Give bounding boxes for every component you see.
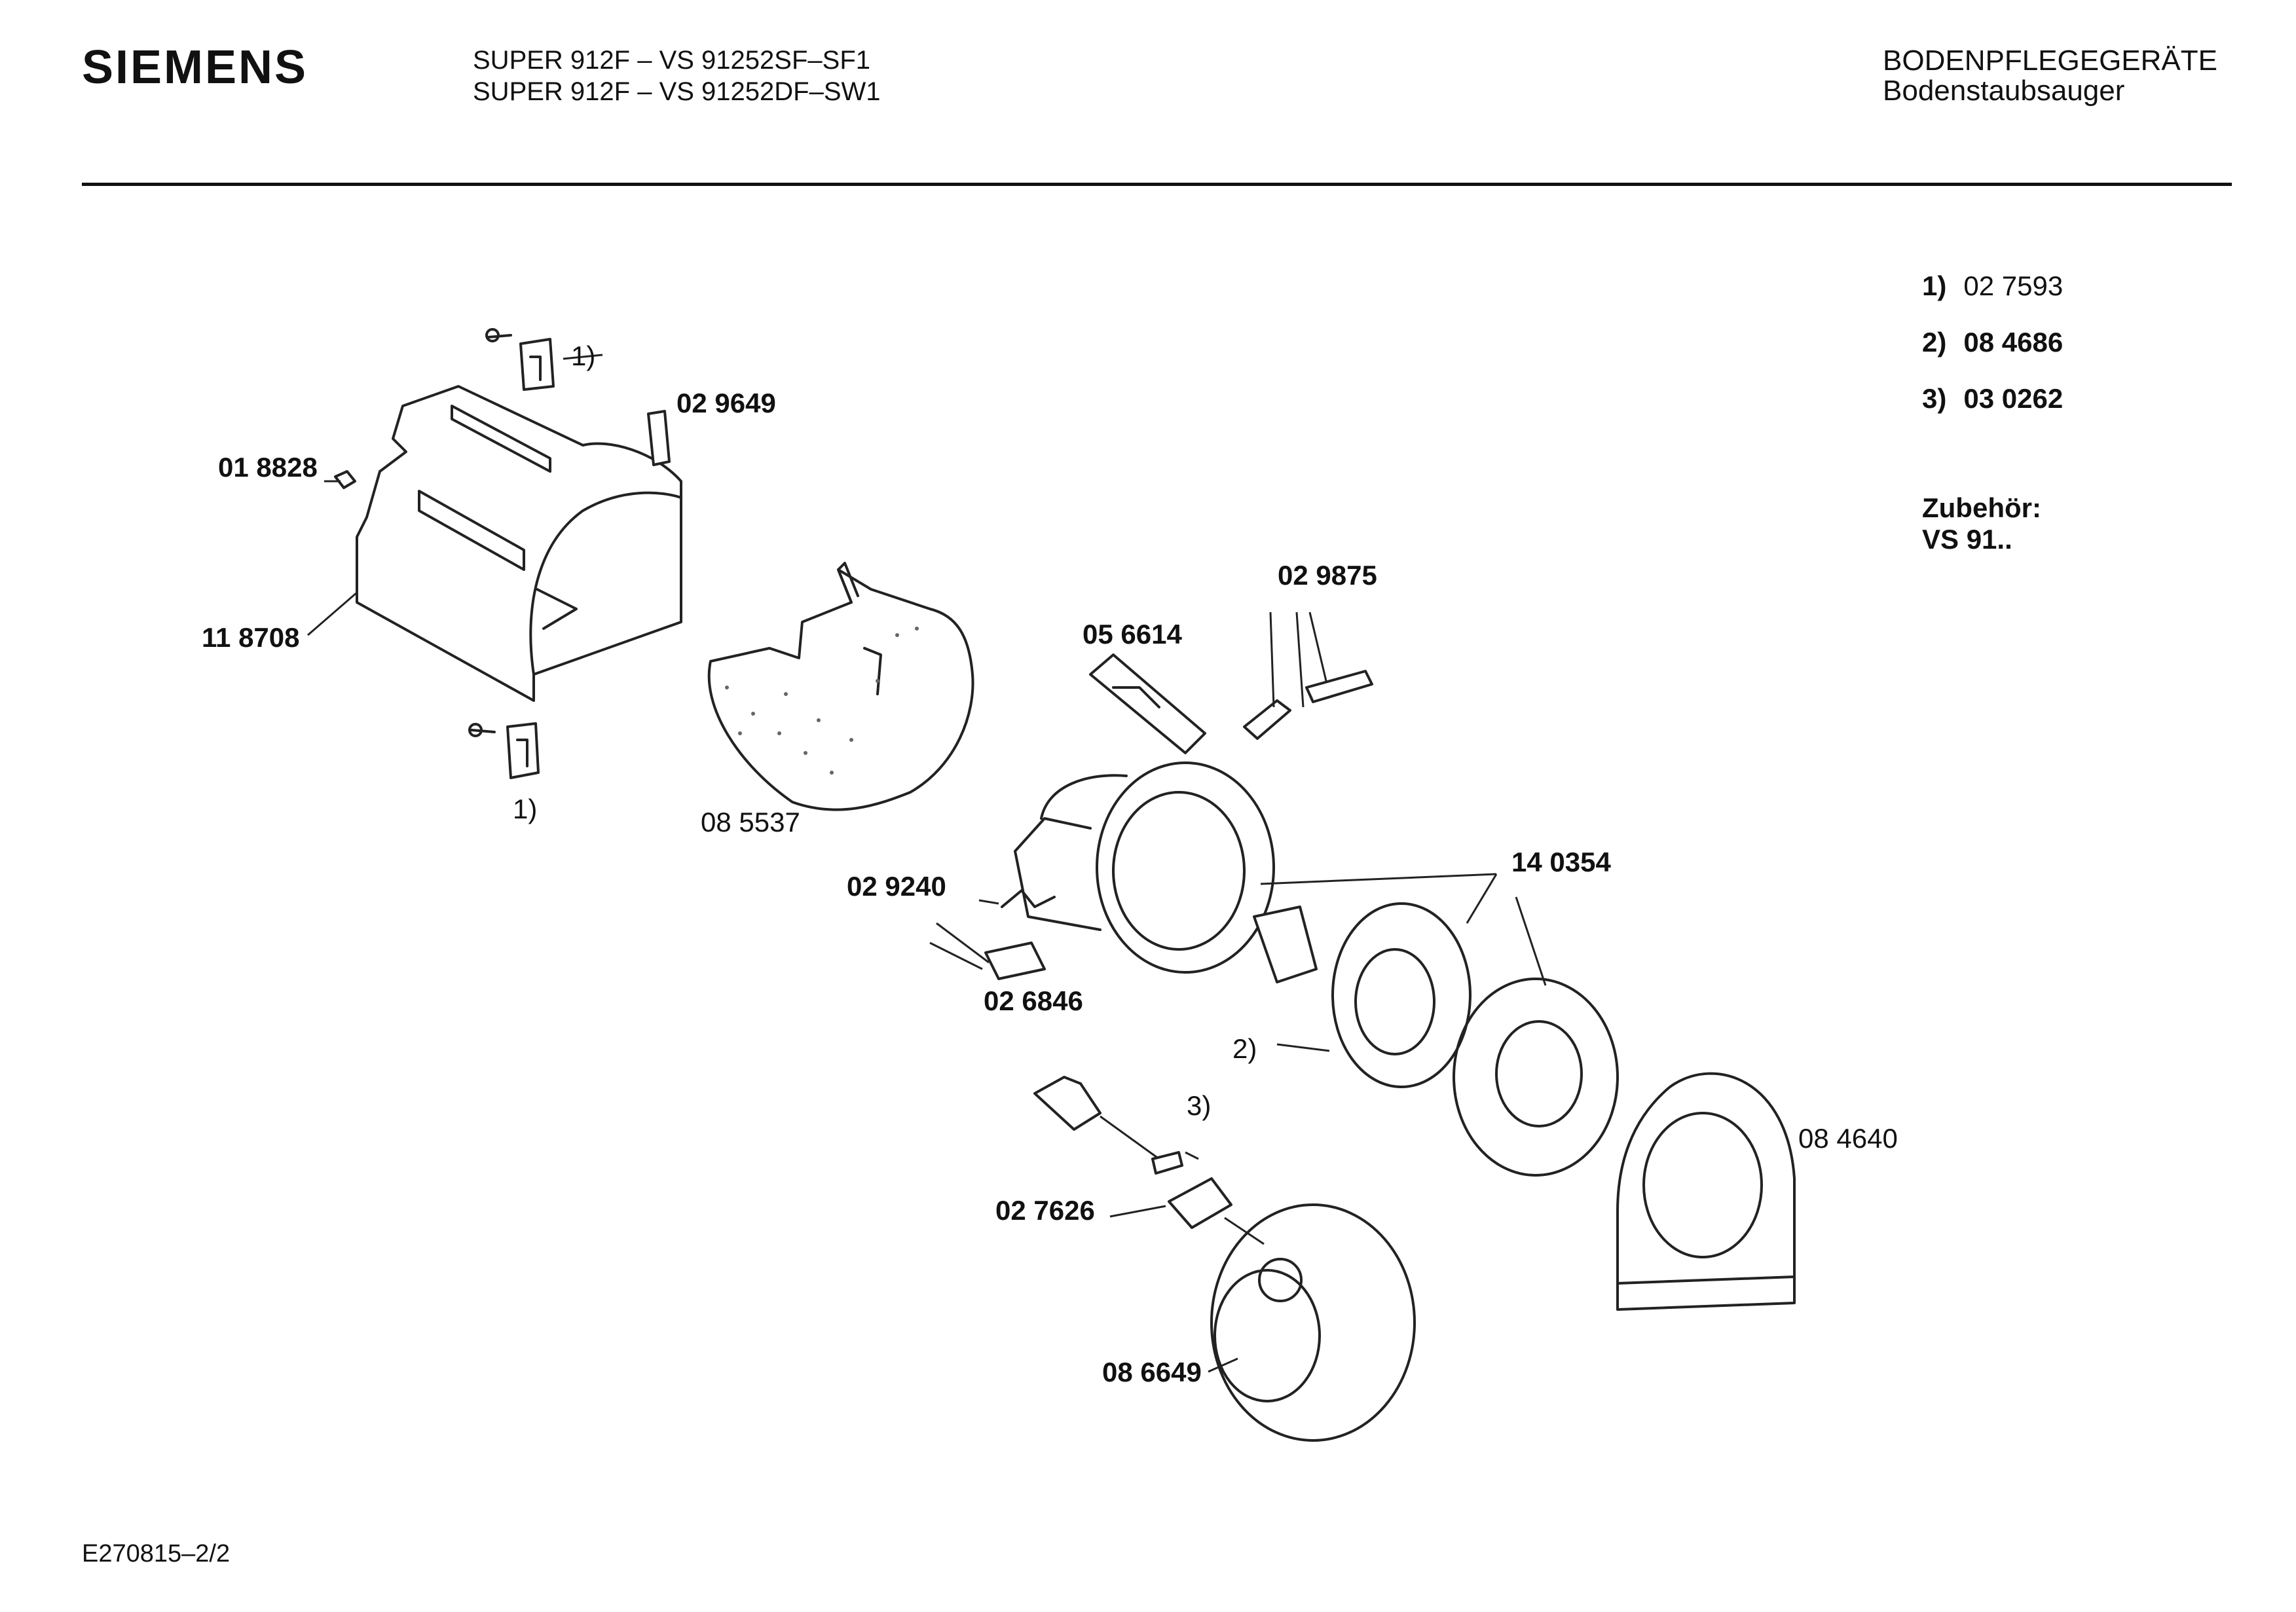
label-029649: 02 9649	[676, 388, 776, 418]
legend-key: 1)	[1922, 270, 1947, 301]
model-line-1: SUPER 912F – VS 91252SF–SF1	[473, 46, 870, 75]
label-029240: 02 9240	[847, 871, 946, 902]
legend-key: 2)	[1922, 327, 1947, 357]
filter-texture	[725, 627, 919, 775]
legend-row: 3) 03 0262	[1922, 383, 2230, 439]
label-084640: 08 4640	[1798, 1123, 1898, 1154]
label-118708: 11 8708	[202, 622, 300, 653]
bearing-plate	[1616, 1072, 1796, 1311]
spring-clip	[1001, 889, 1056, 908]
impeller	[1453, 978, 1619, 1177]
brand-logo: SIEMENS	[82, 41, 308, 94]
rotor	[1253, 902, 1472, 1088]
label-086649: 08 6649	[1102, 1357, 1202, 1387]
legend-value: 08 4686	[1963, 327, 2064, 357]
model-line-2: SUPER 912F – VS 91252DF–SW1	[473, 77, 881, 106]
ref-3: 3)	[1187, 1090, 1212, 1121]
accessory-title: Zubehör:	[1922, 492, 2041, 523]
category-subtitle: Bodenstaubsauger	[1883, 75, 2125, 107]
small-nut	[334, 470, 356, 489]
motor-stator	[1014, 761, 1275, 974]
doc-id: E270815–2/2	[82, 1540, 231, 1567]
capacitor	[929, 922, 1046, 980]
label-026846: 02 6846	[984, 985, 1083, 1016]
category-title: BODENPFLEGEGERÄTE	[1883, 45, 2218, 77]
ref-1-top: 1)	[571, 340, 596, 371]
legend-key: 3)	[1922, 383, 1947, 414]
legend-value: 02 7593	[1963, 270, 2064, 301]
legend-row: 1) 02 7593	[1922, 270, 2230, 327]
label-027626: 02 7626	[995, 1195, 1095, 1226]
legend-value: 03 0262	[1963, 383, 2064, 414]
switch-block	[1168, 1177, 1232, 1229]
clip-bottom	[468, 722, 540, 779]
label-056614: 05 6614	[1083, 619, 1182, 650]
label-plate	[647, 410, 671, 466]
cable-reel	[1210, 1203, 1416, 1442]
label-018828: 01 8828	[218, 452, 318, 483]
ref-1-bottom: 1)	[513, 794, 538, 824]
leader-lines	[307, 354, 1547, 1373]
label-085537: 08 5537	[701, 807, 800, 837]
label-029875: 02 9875	[1278, 560, 1377, 591]
ref-2: 2)	[1232, 1033, 1257, 1064]
mains-plug	[1033, 1076, 1183, 1175]
housing-cover	[356, 385, 682, 702]
carbon-brushes	[1243, 612, 1373, 740]
accessory-value: VS 91..	[1922, 524, 2012, 555]
clip-top	[485, 328, 555, 391]
label-140354: 14 0354	[1511, 847, 1611, 877]
filter-sleeve	[707, 562, 974, 811]
ref-legend: 1) 02 7593 2) 08 4686 3) 03 0262	[1922, 270, 2230, 439]
brush-holder	[1089, 653, 1206, 754]
header-divider	[82, 183, 2232, 186]
legend-row: 2) 08 4686	[1922, 327, 2230, 383]
